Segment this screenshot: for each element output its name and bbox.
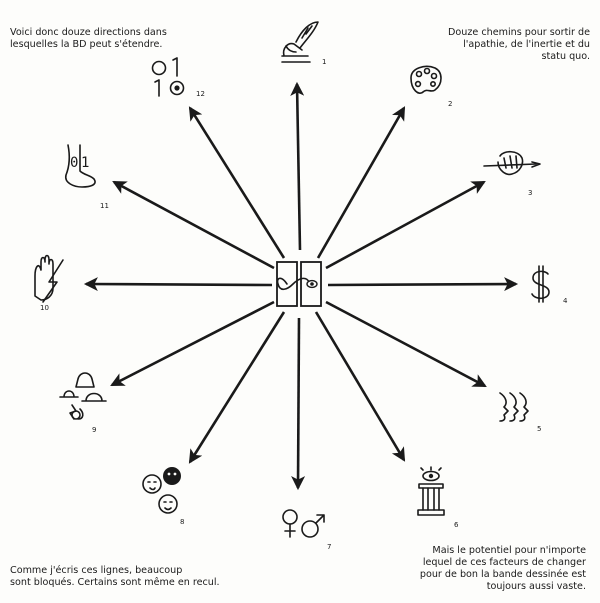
caption-top-right: Douze chemins pour sortir de l'apathie, …	[448, 27, 590, 62]
direction-number-1: 1	[322, 58, 326, 66]
eye-pedestal-icon	[417, 466, 445, 516]
quill-hand-icon	[281, 21, 319, 63]
direction-number-5: 5	[537, 425, 541, 433]
lightning-hand-icon	[34, 254, 64, 303]
arrow-2	[316, 106, 406, 259]
direction-number-3: 3	[528, 189, 532, 197]
direction-number-6: 6	[454, 521, 459, 529]
arrow-8	[188, 311, 286, 464]
caption-bottom-right: Mais le potentiel pour n'importe lequel …	[419, 545, 586, 592]
binary-foot-icon: 0 1	[64, 144, 96, 188]
direction-number-group: 1 2 3 4 5 6 7 8 9 10 11 12	[40, 58, 568, 551]
direction-number-7: 7	[327, 543, 331, 551]
arrow-10	[83, 277, 273, 292]
heads-group-icon	[142, 467, 181, 514]
dollar-sign-icon	[531, 265, 550, 303]
binary-digits-icon	[151, 57, 185, 97]
direction-number-11: 11	[100, 202, 109, 210]
direction-number-9: 9	[92, 426, 96, 434]
svg-text:1: 1	[81, 155, 89, 171]
caption-bottom-left: Comme j'écris ces lignes, beaucoup sont …	[10, 565, 220, 588]
arrow-group	[83, 81, 519, 491]
arrow-11	[112, 180, 275, 270]
hats-cluster-icon	[59, 372, 107, 420]
arrow-3	[325, 180, 486, 270]
svg-text:0: 0	[70, 155, 78, 171]
caption-top-left: Voici donc douze directions dans lesquel…	[10, 27, 167, 50]
direction-number-12: 12	[196, 90, 205, 98]
arrow-7	[291, 317, 306, 491]
arrow-9	[110, 300, 275, 387]
infinity-eye-panels-icon	[276, 261, 322, 307]
direction-number-8: 8	[180, 518, 184, 526]
gender-symbols-icon	[282, 509, 325, 538]
arrow-1	[290, 81, 305, 251]
palette-icon	[410, 65, 442, 94]
fist-brush-icon	[483, 150, 541, 176]
arrow-6	[314, 311, 406, 462]
direction-number-10: 10	[40, 304, 49, 312]
faces-row-icon	[499, 392, 529, 422]
arrow-12	[188, 106, 286, 259]
arrow-4	[327, 277, 519, 292]
direction-number-2: 2	[448, 100, 452, 108]
arrow-5	[325, 300, 487, 388]
direction-number-4: 4	[563, 297, 568, 305]
